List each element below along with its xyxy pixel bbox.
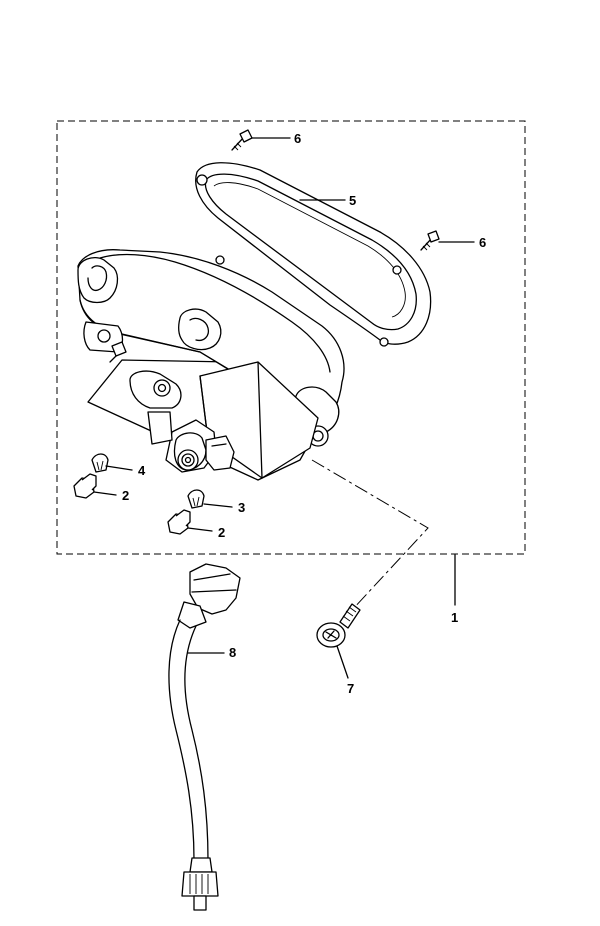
callout-6-right: 6 — [479, 235, 487, 250]
leader-2-upper — [93, 491, 117, 496]
leader-7 — [336, 645, 349, 679]
mounting-screw-7 — [316, 603, 361, 648]
leader-3 — [203, 503, 233, 508]
callout-4: 4 — [138, 463, 146, 478]
callout-5: 5 — [349, 193, 357, 208]
socket-2-upper — [73, 473, 97, 499]
meter-housing — [77, 249, 345, 481]
speedometer-cable-8 — [168, 563, 241, 911]
callout-6-top: 6 — [294, 131, 302, 146]
leader-2-lower — [187, 527, 213, 532]
bulb-3 — [187, 489, 205, 509]
callout-2-lower: 2 — [218, 525, 226, 540]
bezel-screw-top — [231, 129, 253, 151]
socket-2-lower — [167, 509, 191, 535]
callout-3: 3 — [238, 500, 246, 515]
leader-4 — [105, 465, 133, 471]
callout-8: 8 — [229, 645, 237, 660]
callout-2-upper: 2 — [122, 488, 130, 503]
bulb-4 — [91, 453, 109, 473]
alignment-line — [311, 459, 429, 611]
callout-7: 7 — [347, 681, 355, 696]
assembly-boundary — [56, 120, 526, 555]
bezel-screw-right — [420, 230, 440, 251]
callout-1: 1 — [451, 610, 459, 625]
meter-bezel — [195, 162, 432, 347]
